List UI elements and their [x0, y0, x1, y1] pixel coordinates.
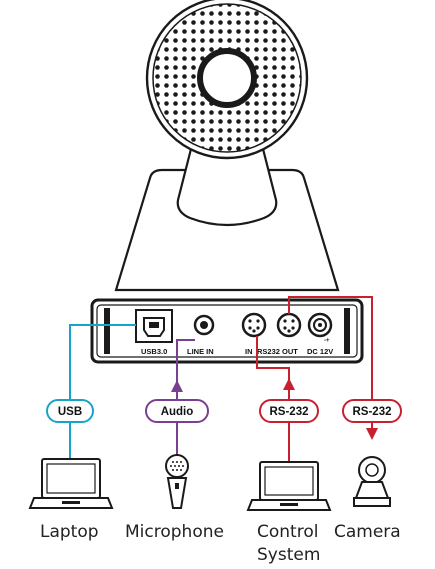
control-system-label-line1: Control — [257, 522, 319, 542]
microphone-icon — [165, 454, 189, 509]
audio-cable — [176, 339, 195, 385]
rs232-arrow-down-icon — [366, 428, 378, 440]
line-in-jack — [193, 314, 215, 336]
rs232-in-port — [241, 312, 267, 338]
rs232-label: RS232 — [257, 347, 280, 356]
rs232-camera-cable — [288, 296, 373, 428]
laptop-icon — [28, 458, 114, 509]
camera-lens — [197, 48, 257, 108]
out-label: OUT — [282, 347, 298, 356]
camera-base — [114, 168, 340, 292]
svg-text:-+: -+ — [324, 338, 330, 344]
usb-port — [135, 309, 173, 343]
control-system-laptop-icon — [246, 461, 332, 511]
svg-text:Audio: Audio — [161, 406, 194, 418]
usb-port-label: USB3.0 — [141, 347, 167, 356]
rs232-control-badge: RS-232 — [259, 399, 319, 423]
in-label: IN — [245, 347, 253, 356]
laptop-label: Laptop — [40, 522, 99, 542]
svg-text:USB: USB — [58, 406, 82, 418]
rs232-arrow-up-icon — [283, 378, 295, 390]
ptz-camera-small-icon — [353, 456, 391, 507]
control-system-label-line2: System — [257, 545, 321, 565]
microphone-label: Microphone — [125, 522, 224, 542]
rs232-camera-badge: RS-232 — [342, 399, 402, 423]
rs232-control-cable — [256, 336, 290, 383]
camera-neck — [176, 143, 278, 227]
camera-label: Camera — [334, 522, 401, 542]
line-in-label: LINE IN — [187, 347, 214, 356]
audio-arrow-icon — [171, 380, 183, 392]
rear-panel: USB3.0 LINE IN IN RS232 OUT — [90, 298, 364, 364]
svg-text:RS-232: RS-232 — [270, 406, 309, 418]
audio-badge: Audio — [145, 399, 209, 423]
usb-badge: USB — [46, 399, 94, 423]
dc-power-jack: -+ — [307, 312, 333, 344]
dc-label: DC 12V — [307, 347, 333, 356]
svg-text:RS-232: RS-232 — [353, 406, 392, 418]
rs232-out-port — [276, 312, 302, 338]
ptz-camera — [114, 0, 340, 292]
